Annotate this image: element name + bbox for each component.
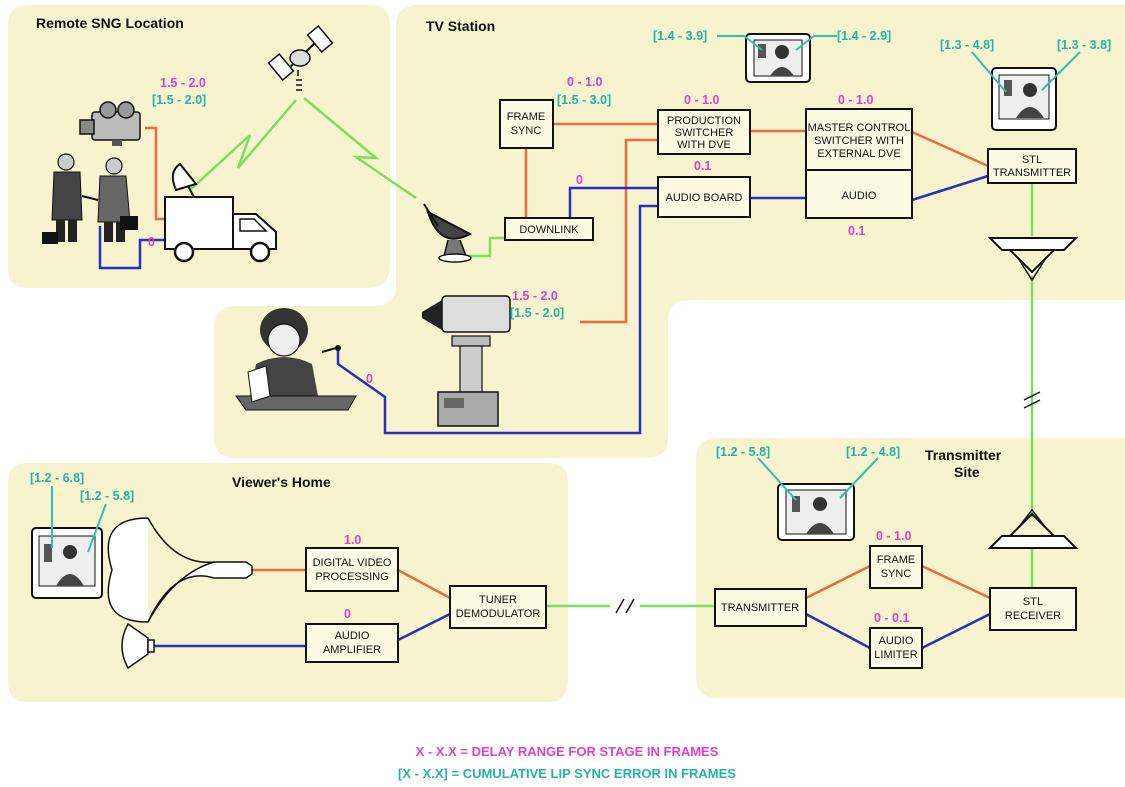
ts-frame-sync-label-2: SYNC xyxy=(881,568,912,580)
delay-dvp: 1.0 xyxy=(344,533,361,547)
audio-amplifier-block: AUDIO AMPLIFIER xyxy=(306,624,398,662)
tuner-label-2: DEMODULATOR xyxy=(456,608,541,620)
stl-receiver-block: STL RECEIVER xyxy=(990,588,1076,630)
error-sng: [1.5 - 2.0] xyxy=(152,93,206,107)
delay-studio-audio: 0 xyxy=(366,372,373,386)
error-home-right: [1.2 - 5.8] xyxy=(80,489,134,503)
delay-frame-sync: 0 - 1.0 xyxy=(567,75,602,89)
stl-receiver-label-1: STL xyxy=(1023,596,1043,608)
audio-limiter-block: AUDIO LIMITER xyxy=(870,628,922,668)
error-monitor-tv-right: [1.4 - 2.9] xyxy=(837,29,891,43)
delay-ts-frame-sync: 0 - 1.0 xyxy=(876,529,911,543)
transmitter-site-title-1: Transmitter xyxy=(925,447,1002,463)
amplifier-label-2: AMPLIFIER xyxy=(323,644,381,656)
error-monitor-tv-left: [1.4 - 3.9] xyxy=(653,29,707,43)
master-control-label-1: MASTER CONTROL xyxy=(808,122,911,134)
stl-receiver-label-2: RECEIVER xyxy=(1005,610,1061,622)
error-monitor-ts-left: [1.2 - 5.8] xyxy=(716,445,770,459)
production-switcher-label-2: SWITCHER xyxy=(675,127,734,139)
error-home-left: [1.2 - 6.8] xyxy=(30,471,84,485)
frame-sync-label-1: FRAME xyxy=(507,111,546,123)
delay-production-switcher: 0 - 1.0 xyxy=(684,93,719,107)
frame-sync-label-2: SYNC xyxy=(511,125,542,137)
audio-board-label: AUDIO BOARD xyxy=(665,192,742,204)
master-control-label-2: SWITCHER WITH xyxy=(814,135,904,147)
stl-transmitter-label-1: STL xyxy=(1022,154,1042,166)
downlink-label: DOWNLINK xyxy=(519,224,579,236)
stl-transmitter-label-2: TRANSMITTER xyxy=(993,167,1071,179)
tv-station-title: TV Station xyxy=(426,18,495,34)
tuner-demodulator-block: TUNER DEMODULATOR xyxy=(450,586,546,628)
stl-transmitter-block: STL TRANSMITTER xyxy=(988,149,1076,183)
dvp-label-1: DIGITAL VIDEO xyxy=(313,557,392,569)
remote-sng-title: Remote SNG Location xyxy=(36,15,184,31)
transmitter-block: TRANSMITTER xyxy=(715,589,806,626)
delay-sng: 1.5 - 2.0 xyxy=(160,76,206,90)
error-monitor-stl-left: [1.3 - 4.8] xyxy=(940,38,994,52)
viewers-home-title: Viewer's Home xyxy=(232,474,331,490)
delay-sng-audio: 0 xyxy=(148,235,155,249)
master-control-label-3: EXTERNAL DVE xyxy=(817,148,900,160)
production-switcher-label-1: PRODUCTION xyxy=(667,115,741,127)
limiter-label-2: LIMITER xyxy=(874,649,917,661)
frame-sync-block: FRAME SYNC xyxy=(500,100,553,148)
downlink-block: DOWNLINK xyxy=(505,218,593,240)
delay-camera: 1.5 - 2.0 xyxy=(512,289,558,303)
broadcast-link-break xyxy=(616,599,634,613)
audio-board-block: AUDIO BOARD xyxy=(658,177,750,217)
delay-master-control: 0 - 1.0 xyxy=(838,93,873,107)
amplifier-label-1: AUDIO xyxy=(335,630,370,642)
ts-frame-sync-block: FRAME SYNC xyxy=(870,546,922,588)
digital-video-processing-block: DIGITAL VIDEO PROCESSING xyxy=(306,548,398,591)
production-switcher-label-3: WITH DVE xyxy=(677,139,731,151)
delay-master-audio: 0.1 xyxy=(848,224,865,238)
error-camera: [1.5 - 2.0] xyxy=(510,306,564,320)
error-frame-sync: [1.5 - 3.0] xyxy=(557,93,611,107)
error-monitor-ts-right: [1.2 - 4.8] xyxy=(846,445,900,459)
tv-station-monitor-icon xyxy=(746,34,810,82)
stl-monitor-icon xyxy=(992,68,1056,130)
master-control-block: MASTER CONTROL SWITCHER WITH EXTERNAL DV… xyxy=(806,109,912,218)
limiter-label-1: AUDIO xyxy=(879,635,914,647)
tuner-label-1: TUNER xyxy=(479,594,517,606)
production-switcher-block: PRODUCTION SWITCHER WITH DVE xyxy=(658,110,750,154)
master-control-audio-label: AUDIO xyxy=(842,190,877,202)
delay-audio-board: 0.1 xyxy=(694,159,711,173)
delay-downlink-audio: 0 xyxy=(576,173,583,187)
delay-limiter: 0 - 0.1 xyxy=(874,611,909,625)
transmitter-site-title-2: Site xyxy=(954,464,980,480)
delay-amplifier: 0 xyxy=(344,607,351,621)
ts-frame-sync-label-1: FRAME xyxy=(877,554,916,566)
legend-cumulative: [X - X.X] = CUMULATIVE LIP SYNC ERROR IN… xyxy=(398,766,736,781)
dvp-label-2: PROCESSING xyxy=(315,571,388,583)
legend-delay: X - X.X = DELAY RANGE FOR STAGE IN FRAME… xyxy=(416,744,719,759)
home-monitor-icon xyxy=(32,528,102,598)
error-monitor-stl-right: [1.3 - 3.8] xyxy=(1057,38,1111,52)
transmitter-label: TRANSMITTER xyxy=(721,602,799,614)
